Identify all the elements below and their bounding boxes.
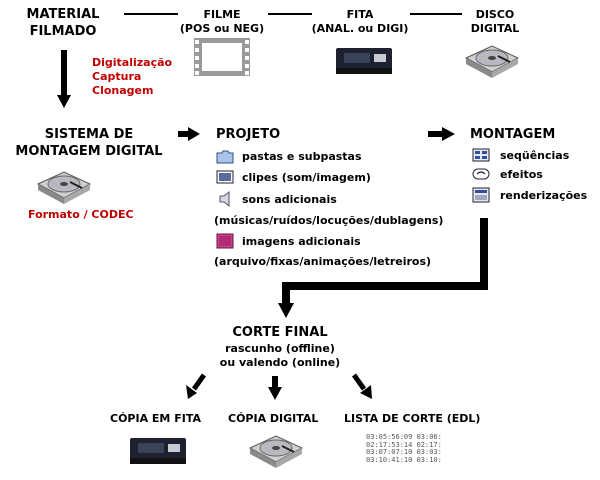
hard-disk-icon: [464, 45, 520, 78]
corte-final-detail: rascunho (offline) ou valendo (online): [190, 342, 370, 370]
arrow-right-shaft: [351, 373, 367, 391]
render-icon: [472, 187, 490, 203]
output-lista-corte: LISTA DE CORTE (EDL): [344, 412, 481, 425]
material-line2: FILMADO: [29, 24, 97, 39]
arrow-mid-shaft: [272, 376, 278, 389]
arrow-left-shaft: [191, 373, 207, 391]
videotape-icon: [130, 438, 186, 464]
material-filmado-title: MATERIAL FILMADO: [18, 6, 108, 40]
disco-label: DISCO DIGITAL: [460, 8, 530, 36]
corte-line1: rascunho (offline): [225, 342, 335, 355]
corte-line2: ou valendo (online): [219, 356, 341, 369]
edl-line: 03:05:56:09 03:06:: [366, 433, 442, 441]
hard-disk-icon: [248, 435, 304, 468]
material-line1: MATERIAL: [26, 7, 100, 22]
disco-title-1: DISCO: [475, 8, 515, 21]
sequence-icon: [472, 148, 490, 162]
ingest-line3: Clonagem: [92, 84, 154, 97]
filme-sub: (POS ou NEG): [179, 22, 265, 35]
right-arrow-shaft: [178, 131, 190, 137]
ingest-line1: Digitalização: [92, 56, 173, 69]
montagem-item-renderizacoes: renderizações: [500, 189, 588, 202]
disco-title-2: DIGITAL: [470, 22, 520, 35]
right-arrow-head: [442, 127, 455, 141]
videotape-icon: [336, 48, 392, 74]
arrow-mid-head: [268, 387, 282, 400]
elbow-connector: [282, 218, 488, 305]
ingest-line2: Captura: [92, 70, 142, 83]
montagem-title: MONTAGEM: [470, 127, 556, 142]
format-codec: Formato / CODEC: [28, 208, 134, 221]
projeto-item-pastas: pastas e subpastas: [242, 150, 362, 163]
projeto-item-clipes: clipes (som/imagem): [242, 171, 371, 184]
down-arrow-shaft: [61, 50, 67, 97]
arrow-right-head: [360, 385, 372, 399]
speaker-icon: [219, 191, 230, 207]
fita-sub: (ANAL. ou DIGI): [311, 22, 409, 35]
filme-label: FILME (POS ou NEG): [176, 8, 268, 36]
image-icon: [216, 233, 234, 249]
projeto-item-imagens-detail: (arquivo/fixas/animações/letreiros): [214, 255, 432, 268]
sistema-line2: MONTAGEM DIGITAL: [15, 144, 163, 159]
down-arrow-head: [57, 95, 71, 108]
sistema-title: SISTEMA DE MONTAGEM DIGITAL: [6, 126, 172, 160]
output-copia-fita: CÓPIA EM FITA: [110, 412, 201, 425]
clip-icon: [216, 170, 234, 184]
output-copia-digital: CÓPIA DIGITAL: [228, 412, 319, 425]
effects-icon: [472, 168, 490, 180]
sistema-line1: SISTEMA DE: [44, 127, 134, 142]
montagem-item-efeitos: efeitos: [500, 168, 543, 181]
edl-listing: 03:05:56:09 03:06: 02:17:53:14 02:17: 03…: [366, 433, 442, 464]
fita-title: FITA: [346, 8, 374, 21]
ingest-text: Digitalização Captura Clonagem: [92, 56, 202, 98]
montagem-item-sequencias: seqüências: [500, 149, 570, 162]
projeto-title: PROJETO: [216, 127, 281, 142]
hard-disk-icon: [36, 171, 92, 204]
projeto-item-sons: sons adicionais: [242, 193, 337, 206]
folder-icon: [216, 150, 234, 164]
fita-label: FITA (ANAL. ou DIGI): [310, 8, 410, 36]
edl-line: 03:10:41:10 03:10:: [366, 455, 442, 464]
film-strip-icon: [194, 38, 250, 76]
arrow-left-head: [186, 385, 197, 399]
corte-final-title: CORTE FINAL: [232, 325, 328, 340]
right-arrow-head: [188, 127, 200, 141]
projeto-item-sons-detail: (músicas/ruídos/locuções/dublagens): [214, 214, 444, 227]
elbow-arrow-head: [278, 303, 294, 318]
right-arrow-shaft: [428, 131, 444, 137]
edl-line: 03:07:07:10 03:03:: [366, 448, 442, 456]
edl-line: 02:17:53:14 02:17:: [366, 440, 442, 449]
filme-title: FILME: [203, 8, 241, 21]
projeto-item-imagens: imagens adicionais: [242, 235, 361, 248]
